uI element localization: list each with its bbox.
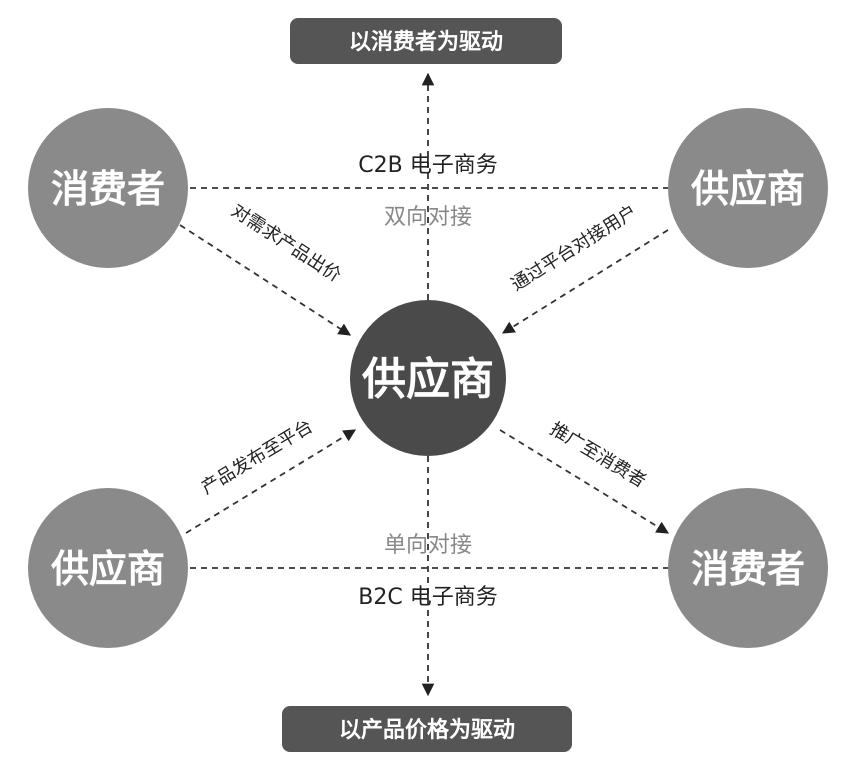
node-top-left bbox=[28, 108, 188, 268]
edge-tr-label: 通过平台对接用户 bbox=[507, 201, 640, 295]
two-way-label: 双向对接 bbox=[384, 205, 472, 230]
top-box-label: 以消费者为驱动 bbox=[349, 30, 503, 55]
one-way-label: 单向对接 bbox=[384, 533, 472, 558]
node-bottom-right bbox=[668, 488, 828, 648]
node-center bbox=[350, 300, 506, 456]
node-center-label: 供应商 bbox=[362, 354, 494, 405]
node-bottom-left-label: 供应商 bbox=[51, 547, 165, 591]
arrow-tl-to-center bbox=[179, 224, 352, 336]
edge-bl-label: 产品发布至平台 bbox=[198, 416, 317, 499]
c2b-label: C2B 电子商务 bbox=[358, 153, 497, 178]
top-box bbox=[290, 18, 562, 64]
node-top-left-label: 消费者 bbox=[51, 167, 165, 211]
node-bottom-left bbox=[28, 488, 188, 648]
edge-tl-label: 对需求产品出价 bbox=[227, 200, 344, 286]
b2c-label: B2C 电子商务 bbox=[358, 585, 497, 610]
node-bottom-right-label: 消费者 bbox=[691, 547, 805, 591]
bottom-box bbox=[282, 706, 572, 752]
edge-br-label: 推广至消费者 bbox=[546, 418, 649, 492]
node-top-right-label: 供应商 bbox=[691, 167, 805, 211]
bottom-box-label: 以产品价格为驱动 bbox=[339, 717, 515, 743]
node-top-right bbox=[668, 108, 828, 268]
